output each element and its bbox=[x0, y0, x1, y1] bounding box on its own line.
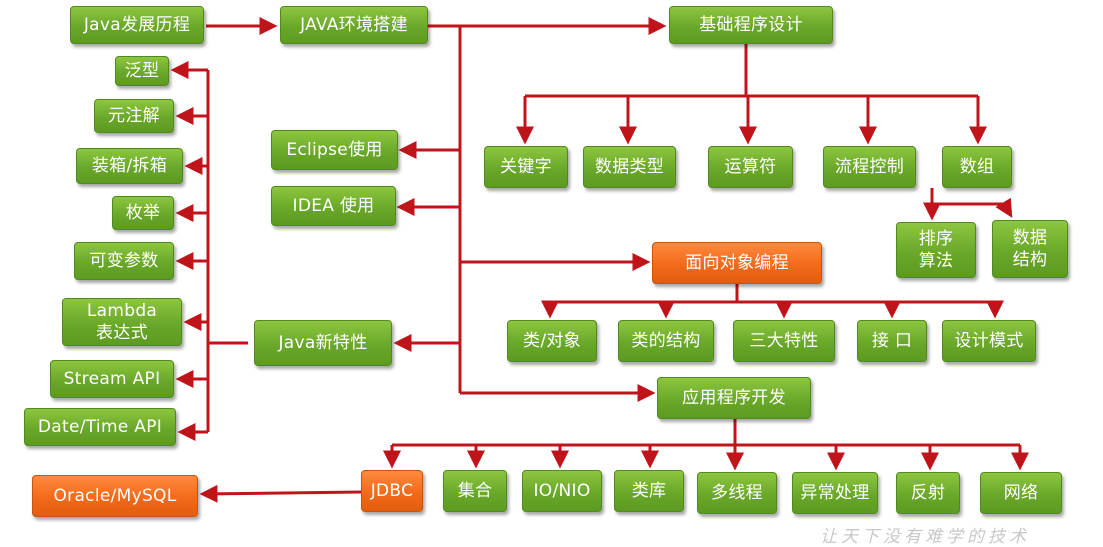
node-stream: Stream API bbox=[50, 360, 174, 398]
node-java-env: JAVA环境搭建 bbox=[280, 6, 428, 44]
node-oop: 面向对象编程 bbox=[652, 242, 822, 284]
node-thread: 多线程 bbox=[697, 472, 777, 514]
connector-arrow bbox=[199, 484, 362, 503]
node-flow: 流程控制 bbox=[823, 146, 916, 188]
node-datastruct: 数据 结构 bbox=[992, 220, 1068, 278]
node-network: 网络 bbox=[980, 472, 1062, 514]
node-three-features: 三大特性 bbox=[733, 320, 835, 362]
node-database: Oracle/MySQL bbox=[32, 475, 198, 517]
node-collection: 集合 bbox=[443, 470, 507, 512]
node-datatypes: 数据类型 bbox=[583, 146, 676, 188]
node-enum: 枚举 bbox=[112, 196, 174, 230]
node-sort: 排序 算法 bbox=[896, 222, 976, 278]
node-reflection: 反射 bbox=[896, 472, 960, 514]
node-app-dev: 应用程序开发 bbox=[657, 377, 811, 419]
node-operators: 运算符 bbox=[708, 146, 793, 188]
node-lambda: Lambda 表达式 bbox=[62, 298, 182, 346]
node-io: IO/NIO bbox=[522, 470, 602, 512]
node-jdbc: JDBC bbox=[361, 470, 423, 512]
node-new-features: Java新特性 bbox=[254, 320, 392, 366]
connector-arrow bbox=[995, 197, 1013, 218]
node-class-struct: 类的结构 bbox=[618, 320, 714, 362]
node-basic-design: 基础程序设计 bbox=[669, 6, 833, 44]
node-eclipse: Eclipse使用 bbox=[271, 130, 398, 170]
node-class-obj: 类/对象 bbox=[507, 320, 597, 362]
watermark-text: 让天下没有难学的技术 bbox=[820, 527, 1030, 547]
node-boxing: 装箱/拆箱 bbox=[76, 148, 183, 184]
node-idea: IDEA 使用 bbox=[271, 186, 396, 226]
node-generics: 泛型 bbox=[115, 56, 169, 86]
node-java-history: Java发展历程 bbox=[70, 6, 204, 44]
node-varargs: 可变参数 bbox=[74, 242, 174, 280]
node-keywords: 关键字 bbox=[484, 146, 568, 188]
node-lib: 类库 bbox=[614, 470, 684, 512]
node-patterns: 设计模式 bbox=[942, 320, 1036, 362]
node-exception: 异常处理 bbox=[792, 472, 878, 514]
node-array: 数组 bbox=[942, 146, 1012, 188]
node-interface: 接 口 bbox=[857, 320, 927, 362]
node-annotation: 元注解 bbox=[94, 99, 174, 133]
node-datetime: Date/Time API bbox=[24, 408, 176, 446]
